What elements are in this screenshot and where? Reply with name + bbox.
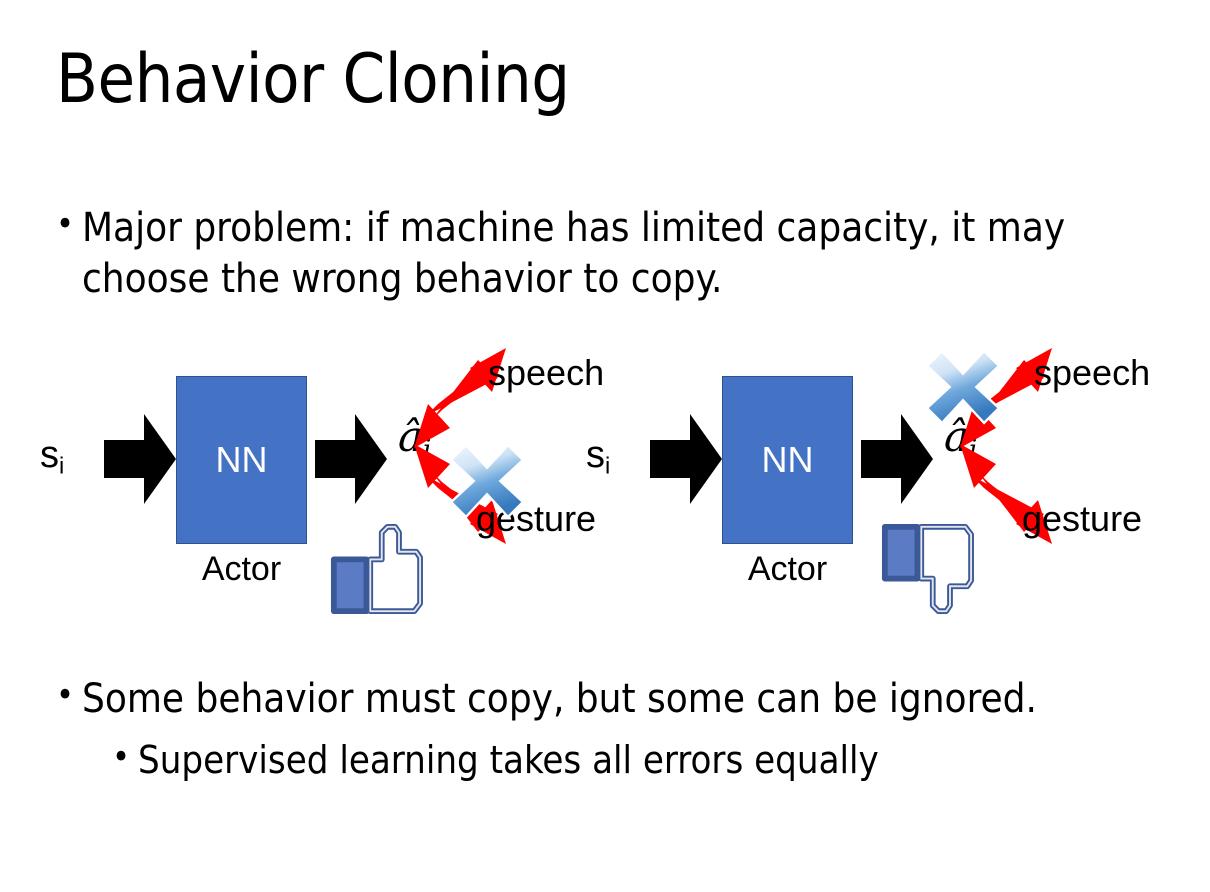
thumbs-down-icon	[879, 523, 975, 620]
page-title: Behavior Cloning	[56, 40, 570, 119]
right-output-arrow-icon	[861, 410, 933, 513]
right-actor-caption: Actor	[747, 550, 828, 588]
bullet-some-behavior: • Some behavior must copy, but some can …	[56, 674, 1176, 725]
right-nn-label: NN	[761, 439, 814, 480]
left-speech-double-arrow-icon	[412, 346, 508, 455]
right-nn-block: NN	[722, 376, 853, 544]
bullet-major-problem: • Major problem: if machine has limited …	[56, 203, 1096, 305]
left-speech-label: speech	[488, 352, 605, 393]
left-input-state-label: si	[40, 436, 64, 478]
right-speech-label: speech	[1034, 352, 1151, 393]
left-input-arrow-icon	[104, 410, 176, 513]
diagram-right-bad-case: si NN Actor âi	[574, 338, 1174, 628]
bullet-supervised-learning: • Supervised learning takes all errors e…	[112, 736, 1172, 785]
bullet-some-behavior-text: Some behavior must copy, but some can be…	[82, 676, 1037, 722]
left-actor-caption: Actor	[201, 550, 282, 588]
left-nn-block: NN	[176, 376, 307, 544]
left-output-action-subscript: i	[423, 434, 432, 465]
left-input-state-symbol: s	[40, 434, 59, 476]
bullet-supervised-learning-text: Supervised learning takes all errors equ…	[138, 738, 879, 782]
bullet-marker-icon: •	[56, 675, 75, 715]
thumbs-up-icon	[328, 523, 424, 620]
left-gesture-cross-icon	[448, 442, 526, 525]
bullet-marker-icon: •	[112, 737, 131, 777]
diagram-left-good-case: si NN Actor âi	[28, 338, 608, 628]
right-gesture-label: gesture	[1022, 498, 1143, 539]
right-input-state-symbol: s	[586, 434, 605, 476]
right-output-action-subscript: i	[969, 434, 978, 465]
left-nn-label: NN	[215, 439, 268, 480]
right-gesture-double-arrow-icon	[958, 442, 1054, 551]
right-speech-cross-icon	[924, 348, 1002, 431]
left-output-arrow-icon	[315, 410, 387, 513]
bullet-marker-icon: •	[56, 204, 75, 244]
right-input-state-label: si	[586, 436, 610, 478]
bullet-major-problem-text: Major problem: if machine has limited ca…	[82, 205, 1066, 303]
right-input-arrow-icon	[650, 410, 722, 513]
left-input-state-subscript: i	[59, 452, 65, 479]
right-input-state-subscript: i	[605, 452, 611, 479]
